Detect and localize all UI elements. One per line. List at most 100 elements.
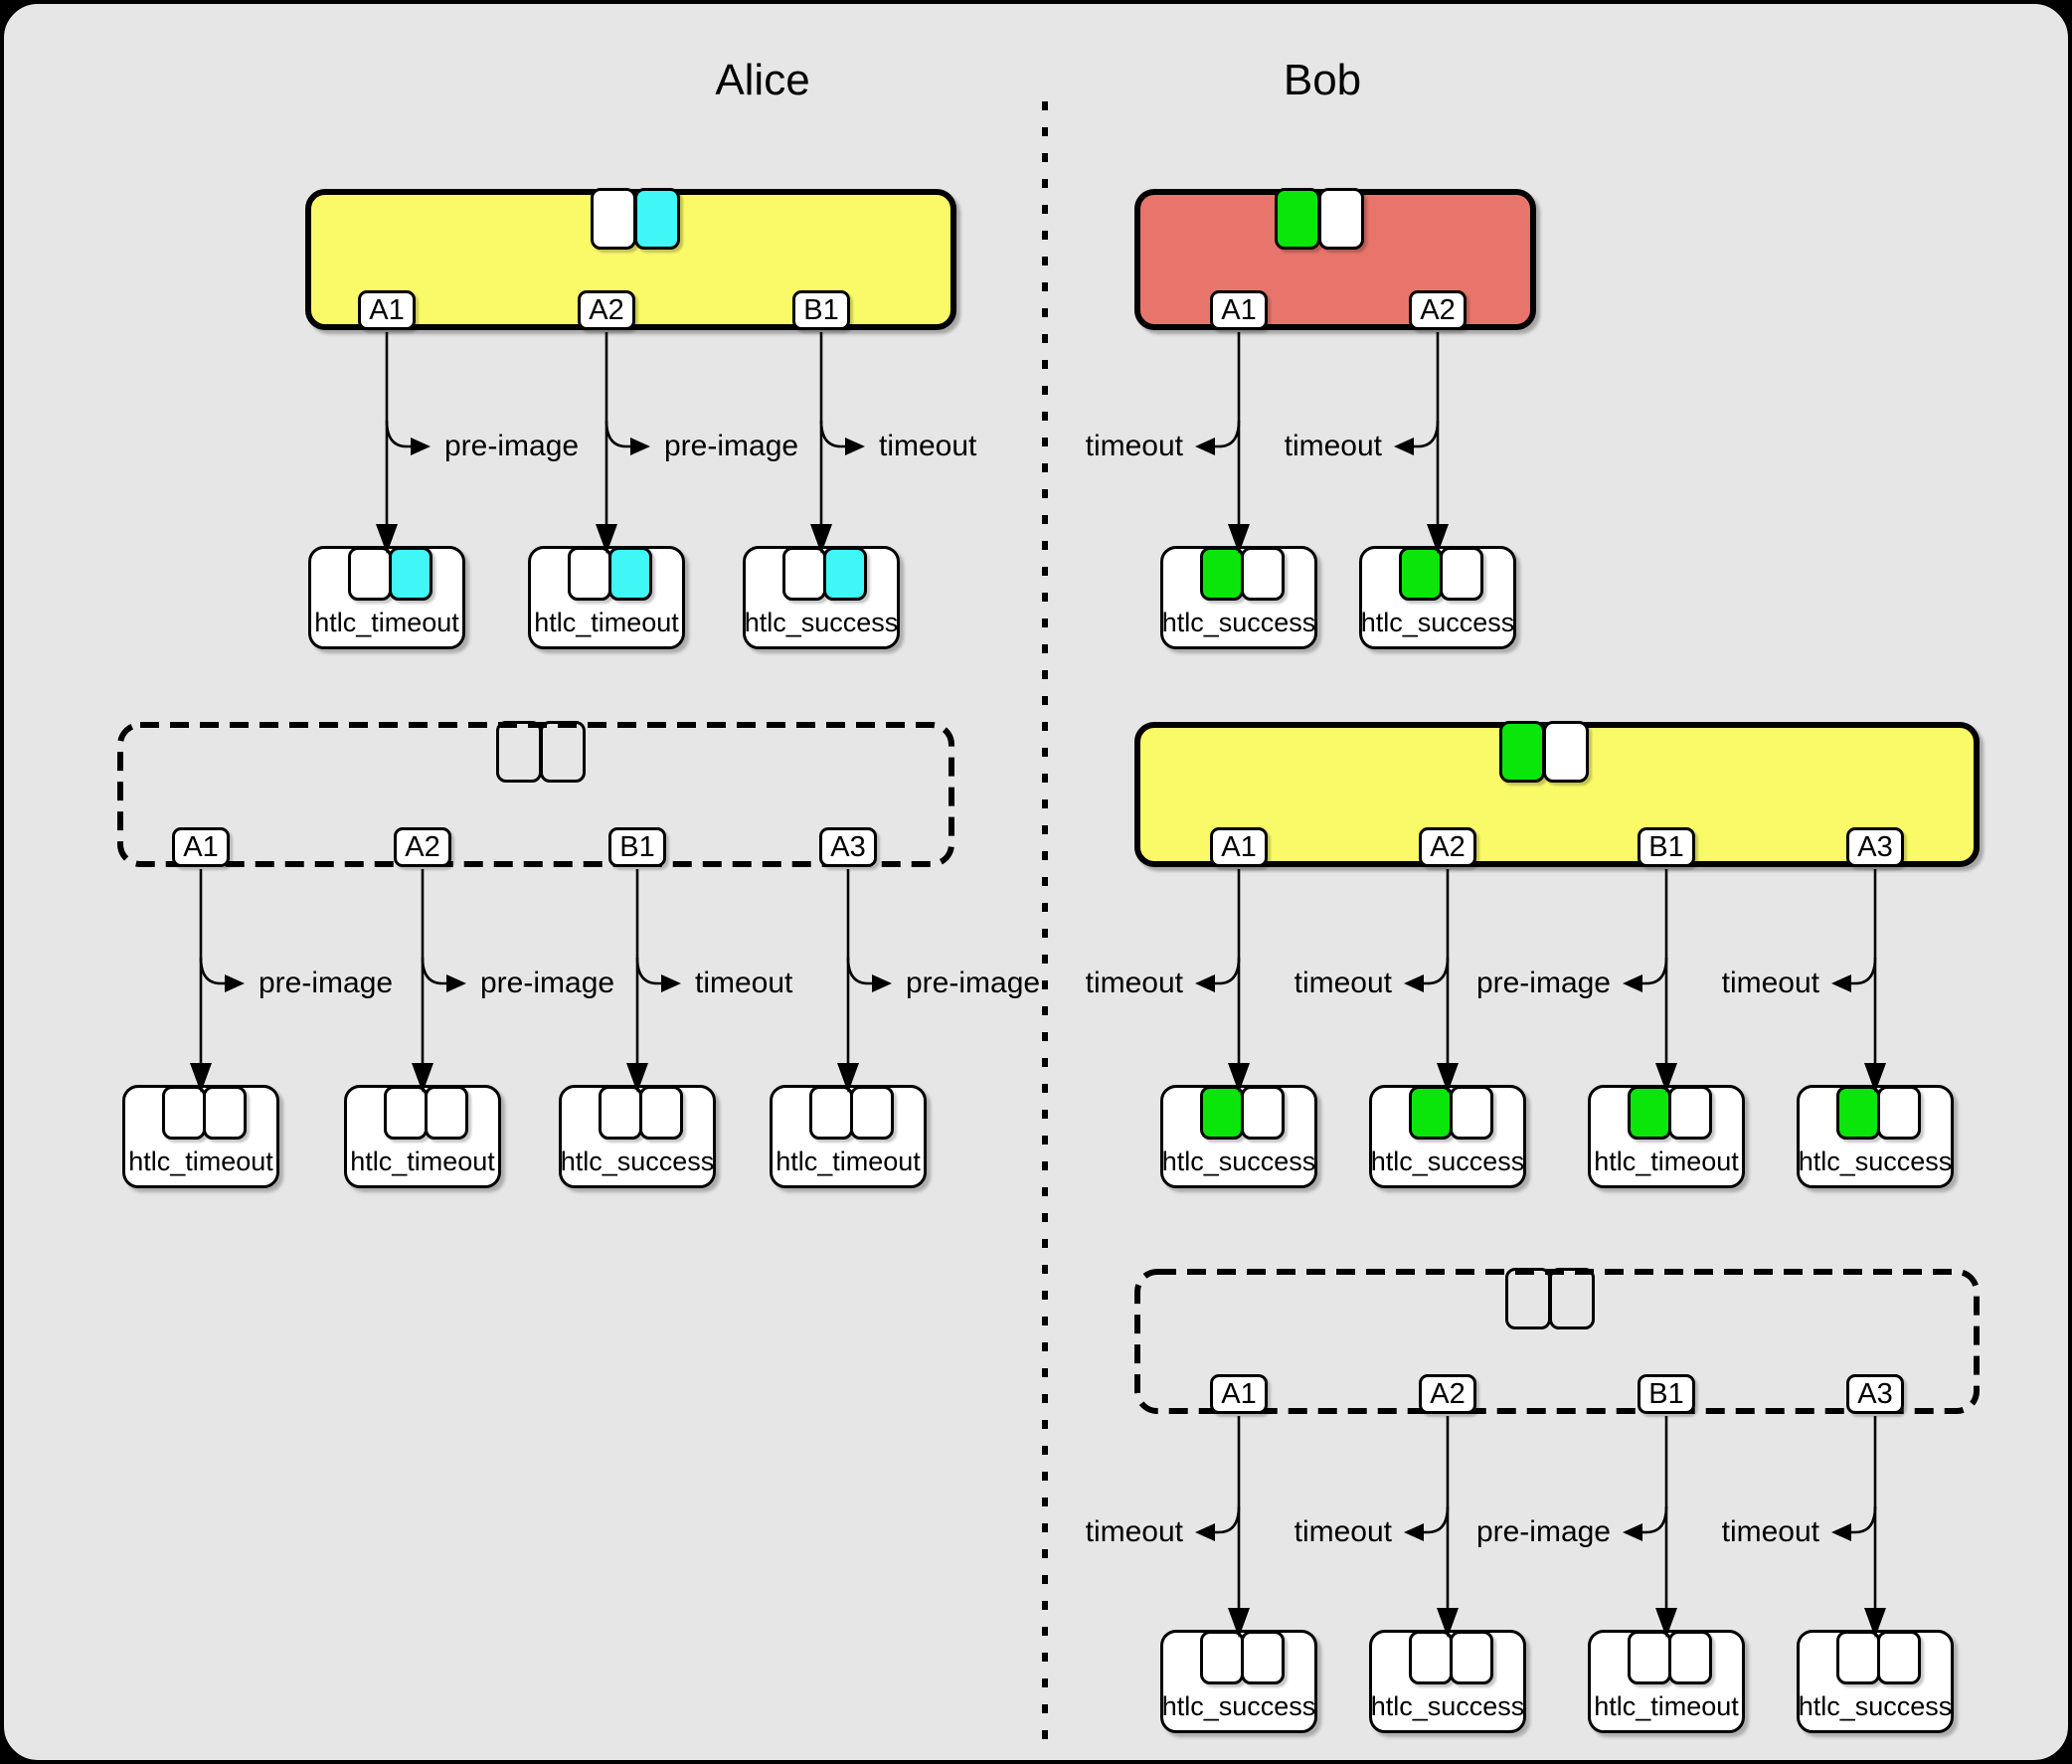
- bob-commitment-2-status-chip-0: [1499, 721, 1545, 783]
- bob-commitment-3-tx-box-A1: [1160, 1630, 1317, 1733]
- bob-commitment-2-tx-chip-A1-0: [1199, 1086, 1244, 1140]
- bob-commitment-3-status-chip-0: [1505, 1268, 1551, 1329]
- bob-commitment-2-tx-label-B1: htlc_timeout: [1594, 1147, 1739, 1176]
- bob-commitment-2-tx-label-A1: htlc_success: [1161, 1147, 1316, 1176]
- alice-commitment-1-output-tab-B1: B1: [792, 290, 850, 330]
- bob-commitment-3-output-tab-A1: A1: [1210, 1374, 1268, 1414]
- bob-commitment-3-tx-label-A3: htlc_success: [1798, 1691, 1953, 1721]
- bob-commitment-3-status-chip-1: [1549, 1268, 1595, 1329]
- bob-commitment-3-tx-chip-A3-0: [1835, 1631, 1880, 1684]
- bob-commitment-3-output-tab-A2: A2: [1419, 1374, 1476, 1414]
- bob-commitment-3-action-label-A2: timeout: [1294, 1515, 1392, 1548]
- alice-commitment-2-tx-label-A2: htlc_timeout: [350, 1147, 495, 1176]
- bob-commitment-3-action-label-A1: timeout: [1085, 1515, 1183, 1548]
- bob-commitment-2-status-chip-1: [1543, 721, 1589, 783]
- alice-commitment-1-tx-chip-B1-0: [781, 547, 826, 601]
- bob-commitment-2-output-tab-A1: A1: [1210, 827, 1268, 867]
- bob-commitment-2-action-label-A1: timeout: [1085, 967, 1183, 999]
- alice-commitment-2-status-chip-1: [540, 721, 586, 783]
- bob-commitment-2-tx-chip-B1-1: [1667, 1086, 1712, 1140]
- alice-commitment-2-tx-chip-B1-1: [638, 1086, 683, 1140]
- alice-commitment-2-tx-chip-A3-0: [808, 1086, 853, 1140]
- alice-commitment-2-tx-label-A3: htlc_timeout: [776, 1147, 921, 1176]
- alice-commitment-2-tx-label-B1: htlc_success: [560, 1147, 715, 1176]
- bob-commitment-1-tx-chip-A1-1: [1240, 547, 1285, 601]
- bob-commitment-2-action-label-A2: timeout: [1294, 967, 1392, 999]
- bob-commitment-3-tx-chip-A1-1: [1240, 1631, 1285, 1684]
- alice-commitment-1-tx-label-A2: htlc_timeout: [534, 608, 679, 637]
- alice-commitment-1-action-label-A1: pre-image: [444, 430, 580, 462]
- alice-commitment-1-status-chip-1: [634, 188, 680, 250]
- bob-commitment-2-output-tab-A3: A3: [1846, 827, 1904, 867]
- alice-commitment-2-action-label-A2: pre-image: [480, 967, 615, 999]
- column-divider-dotted-line: [1042, 101, 1048, 1756]
- alice-commitment-1-status-chip-0: [591, 188, 636, 250]
- bob-commitment-1-status-chip-0: [1275, 188, 1320, 250]
- bob-commitment-2-tx-chip-A2-1: [1449, 1086, 1493, 1140]
- bob-commitment-2-action-label-B1: pre-image: [1475, 967, 1611, 999]
- alice-commitment-1-action-label-A2: pre-image: [664, 430, 799, 462]
- alice-commitment-1-tx-chip-A1-0: [347, 547, 392, 601]
- alice-commitment-2-action-label-A1: pre-image: [259, 967, 394, 999]
- alice-commitment-2-tx-chip-A3-1: [849, 1086, 894, 1140]
- column-title-alice: Alice: [715, 56, 810, 104]
- bob-commitment-2-tx-chip-A2-0: [1408, 1086, 1453, 1140]
- bob-commitment-2-tx-chip-A3-0: [1835, 1086, 1880, 1140]
- bob-commitment-2-output-tab-A2: A2: [1419, 827, 1476, 867]
- bob-commitment-1-action-label-A1: timeout: [1085, 430, 1183, 462]
- alice-commitment-2-tx-label-A1: htlc_timeout: [128, 1147, 273, 1176]
- bob-commitment-2-tx-label-A3: htlc_success: [1798, 1147, 1953, 1176]
- bob-commitment-3-tx-chip-A2-0: [1408, 1631, 1453, 1684]
- bob-commitment-3-tx-chip-A3-1: [1876, 1631, 1921, 1684]
- alice-commitment-1-tx-label-A1: htlc_timeout: [314, 608, 459, 637]
- bob-commitment-3-tx-label-B1: htlc_timeout: [1594, 1691, 1739, 1721]
- alice-commitment-2-output-tab-A2: A2: [394, 827, 451, 867]
- bob-commitment-3-action-label-A3: timeout: [1721, 1515, 1819, 1548]
- alice-commitment-2-output-tab-A3: A3: [819, 827, 877, 867]
- alice-commitment-1-output-tab-A2: A2: [578, 290, 635, 330]
- alice-commitment-2-tx-chip-A2-0: [383, 1086, 428, 1140]
- bob-commitment-3-output-tab-A3: A3: [1846, 1374, 1904, 1414]
- alice-commitment-2-action-label-B1: timeout: [695, 967, 793, 999]
- alice-commitment-1-tx-chip-B1-1: [822, 547, 867, 601]
- bob-commitment-2-action-label-A3: timeout: [1721, 967, 1819, 999]
- bob-commitment-3-tx-chip-B1-0: [1627, 1631, 1671, 1684]
- bob-commitment-3-tx-chip-A2-1: [1449, 1631, 1493, 1684]
- bob-commitment-3-tx-chip-A1-0: [1199, 1631, 1244, 1684]
- alice-commitment-2-output-tab-B1: B1: [608, 827, 666, 867]
- alice-commitment-2-output-tab-A1: A1: [172, 827, 230, 867]
- bob-commitment-3-tx-chip-B1-1: [1667, 1631, 1712, 1684]
- alice-commitment-1-tx-chip-A2-1: [607, 547, 652, 601]
- bob-commitment-2-tx-chip-A3-1: [1876, 1086, 1921, 1140]
- alice-commitment-1-action-label-B1: timeout: [879, 430, 977, 462]
- alice-commitment-2-tx-chip-A1-0: [161, 1086, 206, 1140]
- alice-commitment-2-action-label-A3: pre-image: [906, 967, 1041, 999]
- bob-commitment-1-status-chip-1: [1318, 188, 1364, 250]
- bob-commitment-1-output-tab-A2: A2: [1409, 290, 1467, 330]
- bob-commitment-1-tx-chip-A2-0: [1398, 547, 1443, 601]
- alice-commitment-2-status-chip-0: [496, 721, 542, 783]
- alice-commitment-1-output-tab-A1: A1: [358, 290, 416, 330]
- bob-commitment-1-tx-label-A2: htlc_success: [1360, 608, 1515, 637]
- bob-commitment-3-output-tab-B1: B1: [1638, 1374, 1695, 1414]
- bob-commitment-2-tx-label-A2: htlc_success: [1370, 1147, 1525, 1176]
- bob-commitment-2-output-tab-B1: B1: [1638, 827, 1695, 867]
- bob-commitment-1-output-tab-A1: A1: [1210, 290, 1268, 330]
- alice-commitment-1-tx-chip-A2-0: [567, 547, 611, 601]
- alice-commitment-2-tx-chip-B1-0: [598, 1086, 642, 1140]
- alice-commitment-2-tx-chip-A2-1: [424, 1086, 468, 1140]
- bob-commitment-3-tx-label-A1: htlc_success: [1161, 1691, 1316, 1721]
- bob-commitment-3-action-label-B1: pre-image: [1475, 1515, 1611, 1548]
- bob-commitment-1-tx-label-A1: htlc_success: [1161, 608, 1316, 637]
- alice-commitment-1-tx-label-B1: htlc_success: [744, 608, 899, 637]
- bob-commitment-3-tx-label-A2: htlc_success: [1370, 1691, 1525, 1721]
- column-title-bob: Bob: [1283, 56, 1362, 104]
- bob-commitment-1-action-label-A2: timeout: [1284, 430, 1382, 462]
- bob-commitment-2-tx-chip-A1-1: [1240, 1086, 1285, 1140]
- bob-commitment-1-tx-chip-A1-0: [1199, 547, 1244, 601]
- alice-commitment-2-tx-chip-A1-1: [202, 1086, 247, 1140]
- alice-commitment-1-tx-chip-A1-1: [388, 547, 432, 601]
